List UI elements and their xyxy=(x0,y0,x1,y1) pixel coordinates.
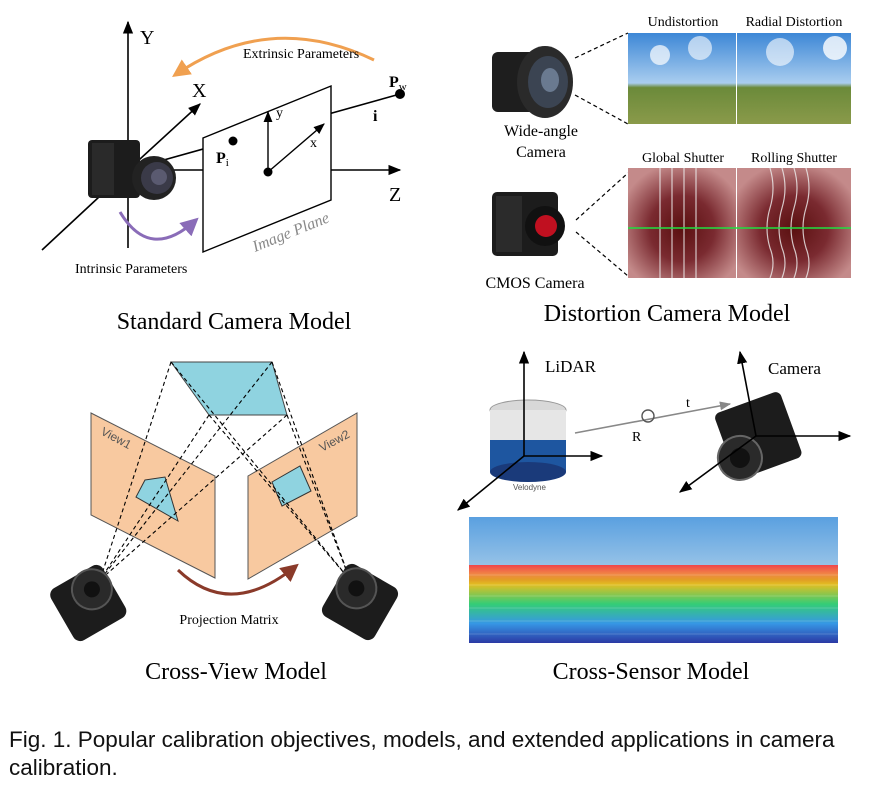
distortion-camera-panel: Undistortion Radial Distortion Wide-angl… xyxy=(485,15,851,327)
projection-arrow xyxy=(176,563,299,596)
cmos-dash-bottom xyxy=(575,231,629,277)
lidar-front-axis xyxy=(457,455,525,511)
undistortion-label: Undistortion xyxy=(648,15,719,30)
camera-up-axis xyxy=(737,350,757,437)
global-shutter-label: Global Shutter xyxy=(642,151,724,166)
wide-angle-label-1: Wide-angle xyxy=(504,123,578,140)
extrinsic-label: Extrinsic Parameters xyxy=(243,47,359,62)
rolling-shutter-image xyxy=(737,168,851,278)
figure-caption: Fig. 1. Popular calibration objectives, … xyxy=(9,727,835,780)
wide-dash-bottom xyxy=(574,94,629,125)
rolling-shutter-label: Rolling Shutter xyxy=(751,151,837,166)
small-x-axis xyxy=(267,123,325,173)
extrinsic-arrow xyxy=(172,36,375,78)
top-plane xyxy=(170,361,288,416)
standard-title: Standard Camera Model xyxy=(117,309,352,335)
small-x-label: x xyxy=(310,136,317,151)
cmos-label: CMOS Camera xyxy=(485,275,584,292)
cmos-camera-icon xyxy=(492,192,565,256)
wide-angle-label-2: Camera xyxy=(516,144,566,161)
view1-patch xyxy=(135,476,179,523)
distortion-title: Distortion Camera Model xyxy=(544,301,791,327)
lidar-label: LiDAR xyxy=(545,357,597,376)
cross-sensor-title: Cross-Sensor Model xyxy=(553,659,750,685)
radial-distortion-label: Radial Distortion xyxy=(746,15,843,30)
t-label: t xyxy=(686,396,690,411)
axis-y-label: Y xyxy=(140,27,154,49)
axis-z-label: Z xyxy=(389,184,401,206)
translation-arrow xyxy=(574,401,732,434)
small-y-label: y xyxy=(276,106,283,121)
camera-icon xyxy=(88,140,176,200)
point-pw xyxy=(395,89,405,99)
wide-angle-lens-icon xyxy=(492,46,573,118)
pw-label: Pw xyxy=(389,74,407,93)
projection-label: Projection Matrix xyxy=(179,613,278,628)
wide-dash-top xyxy=(574,32,629,59)
i-label: i xyxy=(373,108,378,125)
global-shutter-image xyxy=(628,168,736,278)
projection-rays xyxy=(99,361,351,581)
view2-camera-icon xyxy=(321,563,399,641)
velodyne-label: Velodyne xyxy=(513,483,546,492)
cross-view-title: Cross-View Model xyxy=(145,659,327,685)
view1-camera-icon xyxy=(50,564,127,642)
camera-front-axis xyxy=(678,435,757,493)
point-cloud-overlay xyxy=(469,565,838,643)
undistortion-image xyxy=(628,33,736,124)
view2-plane xyxy=(247,412,358,580)
cross-view-panel: View1 View2 Projection Matrix Cross-View… xyxy=(50,361,399,685)
intrinsic-label: Intrinsic Parameters xyxy=(75,262,187,277)
principal-point xyxy=(263,167,273,177)
standard-camera-panel: Y X Z Extrinsic Parameters Intrinsic Par… xyxy=(41,20,407,335)
cross-sensor-panel: LiDAR Camera t R Velodyne Cross-Sensor M… xyxy=(457,350,852,685)
pi-label: Pi xyxy=(216,150,229,169)
camera-label: Camera xyxy=(768,359,821,378)
lidar-icon xyxy=(489,399,567,482)
intrinsic-arrow xyxy=(118,211,199,241)
axis-x-label: X xyxy=(192,80,207,102)
view2-patch xyxy=(271,465,312,507)
cmos-dash-top xyxy=(575,172,629,221)
rotation-icon xyxy=(641,409,655,423)
point-pi xyxy=(228,136,238,146)
r-label: R xyxy=(632,430,642,445)
